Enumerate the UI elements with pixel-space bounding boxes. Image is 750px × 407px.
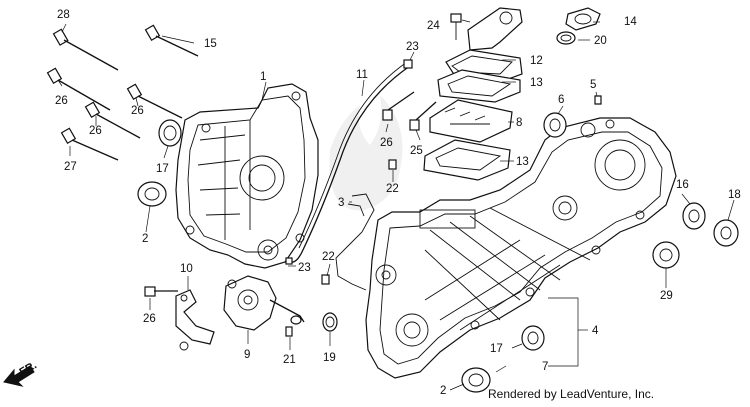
crankcase-gasket xyxy=(335,193,375,291)
reed-valve-assembly xyxy=(423,7,523,181)
label-part-24: 24 xyxy=(427,20,440,32)
label-part-9: 9 xyxy=(244,349,250,361)
label-part-6: 6 xyxy=(558,94,564,106)
label-part-26: 26 xyxy=(55,95,68,107)
breather-tube xyxy=(289,59,413,263)
label-part-5: 5 xyxy=(590,79,596,91)
bearings xyxy=(137,112,739,393)
small-parts xyxy=(285,95,602,337)
label-part-4: 4 xyxy=(592,325,599,337)
label-part-13: 13 xyxy=(516,156,529,168)
label-part-11: 11 xyxy=(356,69,368,81)
label-part-20: 20 xyxy=(594,35,607,47)
label-part-15: 15 xyxy=(204,38,217,50)
label-part-22: 22 xyxy=(386,183,399,195)
label-part-10: 10 xyxy=(180,263,193,275)
label-part-19: 19 xyxy=(323,352,336,364)
bolts xyxy=(46,24,437,297)
render-credit: Rendered by LeadVenture, Inc. xyxy=(488,387,654,401)
label-part-7: 7 xyxy=(542,361,548,373)
front-direction-label: FR. xyxy=(18,359,39,378)
right-crankcase xyxy=(365,117,677,379)
label-part-26: 26 xyxy=(380,137,393,149)
part-number-labels: 1 15 28 26 26 26 27 17 2 11 23 24 12 13 … xyxy=(55,9,741,397)
label-part-26: 26 xyxy=(143,313,156,325)
leader-lines xyxy=(57,19,735,391)
left-crankcase xyxy=(175,83,319,269)
label-part-16: 16 xyxy=(676,179,689,191)
gasket-and-oring xyxy=(556,7,601,45)
label-part-12: 12 xyxy=(530,55,543,67)
label-part-29: 29 xyxy=(660,290,673,302)
label-part-22: 22 xyxy=(322,251,335,263)
front-direction-arrow xyxy=(3,365,35,387)
label-part-23: 23 xyxy=(298,262,311,274)
label-part-3: 3 xyxy=(338,197,344,209)
label-part-26: 26 xyxy=(131,105,144,117)
label-part-2: 2 xyxy=(142,233,148,245)
label-part-14: 14 xyxy=(624,16,637,28)
watermark-logo xyxy=(329,95,403,211)
label-part-21: 21 xyxy=(283,354,296,366)
label-part-27: 27 xyxy=(64,161,77,173)
oil-pump xyxy=(223,275,305,331)
label-part-28: 28 xyxy=(57,9,70,21)
label-part-26: 26 xyxy=(89,125,102,137)
oil-pump-bracket xyxy=(175,289,215,351)
label-part-18: 18 xyxy=(728,189,741,201)
label-part-2: 2 xyxy=(440,385,446,397)
label-part-17: 17 xyxy=(156,163,169,175)
label-part-25: 25 xyxy=(410,145,423,157)
label-part-8: 8 xyxy=(516,117,522,129)
label-part-1: 1 xyxy=(260,71,266,83)
label-part-13: 13 xyxy=(530,77,543,89)
label-part-23: 23 xyxy=(406,41,419,53)
label-part-17: 17 xyxy=(490,343,503,355)
